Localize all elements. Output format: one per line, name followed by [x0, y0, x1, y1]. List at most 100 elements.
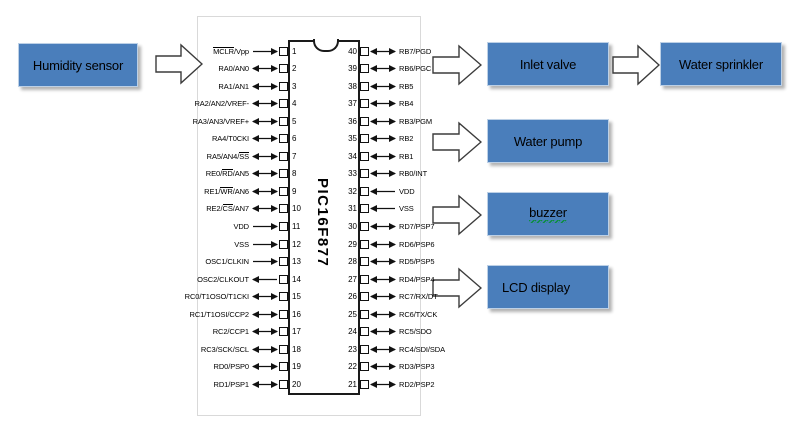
pin-number-right-34: 34: [348, 151, 357, 161]
pin-pad-left-14: [279, 274, 288, 284]
pin-label-left-13: OSC1/CLKIN: [205, 257, 249, 267]
pin-pad-left-6: [279, 134, 288, 144]
pin-number-left-14: 14: [292, 274, 301, 284]
box-water-sprinkler[interactable]: Water sprinkler: [660, 42, 782, 86]
pin-pad-right-32: [360, 186, 369, 196]
pin-number-right-31: 31: [348, 204, 357, 214]
pin-number-right-30: 30: [348, 222, 357, 231]
pin-pad-right-36: [360, 116, 369, 126]
pin-connector-left-8: [252, 169, 278, 178]
pin-pad-left-2: [279, 64, 288, 74]
pin-number-right-35: 35: [348, 134, 357, 144]
pin-number-left-7: 7: [292, 151, 297, 161]
arrow-sensor-to-chip: [155, 42, 203, 86]
chip-notch-mask: [315, 38, 333, 41]
pin-number-left-5: 5: [292, 116, 297, 126]
pin-number-right-37: 37: [348, 99, 357, 109]
pin-pad-left-16: [279, 309, 288, 319]
pin-pad-right-25: [360, 309, 369, 319]
pin-label-left-16: RC1/T1OSI/CCP2: [189, 309, 250, 319]
pin-connector-right-34: [370, 152, 396, 161]
pin-label-right-23: RC4/SDI/SDA: [399, 344, 445, 354]
pin-pad-left-15: [279, 292, 288, 302]
box-water-pump[interactable]: Water pump: [487, 119, 609, 163]
pin-connector-left-20: [252, 380, 278, 389]
pin-number-right-25: 25: [348, 309, 357, 319]
chip-orientation-notch: [313, 39, 339, 52]
pin-pad-left-4: [279, 99, 288, 109]
pin-number-right-23: 23: [348, 344, 357, 354]
pin-label-left-20: RD1/PSP1: [213, 379, 250, 389]
pin-label-left-10: RE2/CS/AN7: [206, 204, 249, 214]
pin-label-left-1: MCLR/Vpp: [213, 46, 249, 56]
pin-label-left-19: RD0/PSP0: [213, 362, 250, 372]
pin-label-left-17: RC2/CCP1: [212, 327, 249, 337]
box-inlet-valve[interactable]: Inlet valve: [487, 42, 609, 86]
pin-pad-right-40: [360, 46, 369, 56]
pin-number-right-38: 38: [348, 81, 357, 91]
pin-pad-left-12: [279, 239, 288, 249]
pin-number-left-15: 15: [292, 292, 301, 302]
pin-label-right-24: RC5/SDO: [399, 327, 432, 337]
pin-number-left-8: 8: [292, 169, 297, 179]
pin-number-left-13: 13: [292, 257, 301, 267]
pin-connector-left-7: [252, 152, 278, 161]
pin-connector-right-22: [370, 362, 396, 371]
pin-number-right-29: 29: [348, 239, 357, 249]
pin-connector-right-40: [370, 47, 396, 56]
pin-connector-left-4: [252, 99, 278, 108]
pin-connector-right-31: [370, 204, 396, 213]
pin-pad-left-18: [279, 344, 288, 354]
arrow-chip-to-lcd-display: [432, 267, 482, 309]
box-buzzer[interactable]: buzzer: [487, 192, 609, 236]
pin-connector-left-2: [252, 64, 278, 73]
pin-label-right-28: RD5/PSP5: [399, 257, 435, 267]
pin-pad-right-26: [360, 292, 369, 302]
box-lcd-display[interactable]: LCD display: [487, 265, 609, 309]
box-water-sprinkler-label: Water sprinkler: [679, 56, 763, 72]
pin-pad-left-8: [279, 169, 288, 179]
pin-label-left-6: RA4/T0CKI: [211, 134, 249, 144]
pin-pad-right-29: [360, 239, 369, 249]
pin-connector-left-12: [252, 240, 278, 249]
pin-label-left-4: RA2/AN2/VREF-: [194, 99, 249, 109]
pin-connector-right-32: [370, 187, 396, 196]
pin-pad-right-39: [360, 64, 369, 74]
arrow-inlet-valve-to-sprinkler: [612, 44, 660, 86]
pin-pad-left-5: [279, 116, 288, 126]
pin-label-left-3: RA1/AN1: [218, 81, 249, 91]
pin-connector-left-18: [252, 345, 278, 354]
arrow-chip-to-water-pump: [432, 121, 482, 163]
pin-connector-right-28: [370, 257, 396, 266]
pin-label-right-37: RB4: [399, 99, 414, 109]
box-inlet-valve-label: Inlet valve: [519, 56, 577, 72]
pin-label-right-22: RD3/PSP3: [399, 362, 435, 372]
pin-pad-right-21: [360, 379, 369, 389]
pin-pad-left-20: [279, 379, 288, 389]
pin-number-right-24: 24: [348, 327, 357, 337]
pin-connector-right-39: [370, 64, 396, 73]
pin-pad-left-11: [279, 222, 288, 231]
pin-connector-right-26: [370, 292, 396, 301]
pin-number-right-33: 33: [348, 169, 357, 179]
pin-number-left-1: 1: [292, 46, 297, 56]
pin-connector-right-38: [370, 82, 396, 91]
pin-connector-left-16: [252, 310, 278, 319]
pin-connector-left-9: [252, 187, 278, 196]
pin-number-right-28: 28: [348, 257, 357, 267]
pin-label-left-18: RC3/SCK/SCL: [200, 344, 249, 354]
pin-connector-right-37: [370, 99, 396, 108]
pin-pad-right-27: [360, 274, 369, 284]
mcu-chip-body: [288, 40, 360, 395]
box-lcd-display-label: LCD display: [502, 279, 570, 295]
pin-number-left-19: 19: [292, 362, 301, 372]
pin-connector-right-25: [370, 310, 396, 319]
pin-pad-left-13: [279, 257, 288, 267]
pin-number-right-27: 27: [348, 274, 357, 284]
box-humidity-sensor[interactable]: Humidity sensor: [18, 43, 138, 87]
pin-label-right-32: VDD: [399, 186, 415, 196]
pin-number-left-2: 2: [292, 64, 297, 74]
pin-pad-right-24: [360, 327, 369, 337]
pin-number-left-9: 9: [292, 186, 297, 196]
